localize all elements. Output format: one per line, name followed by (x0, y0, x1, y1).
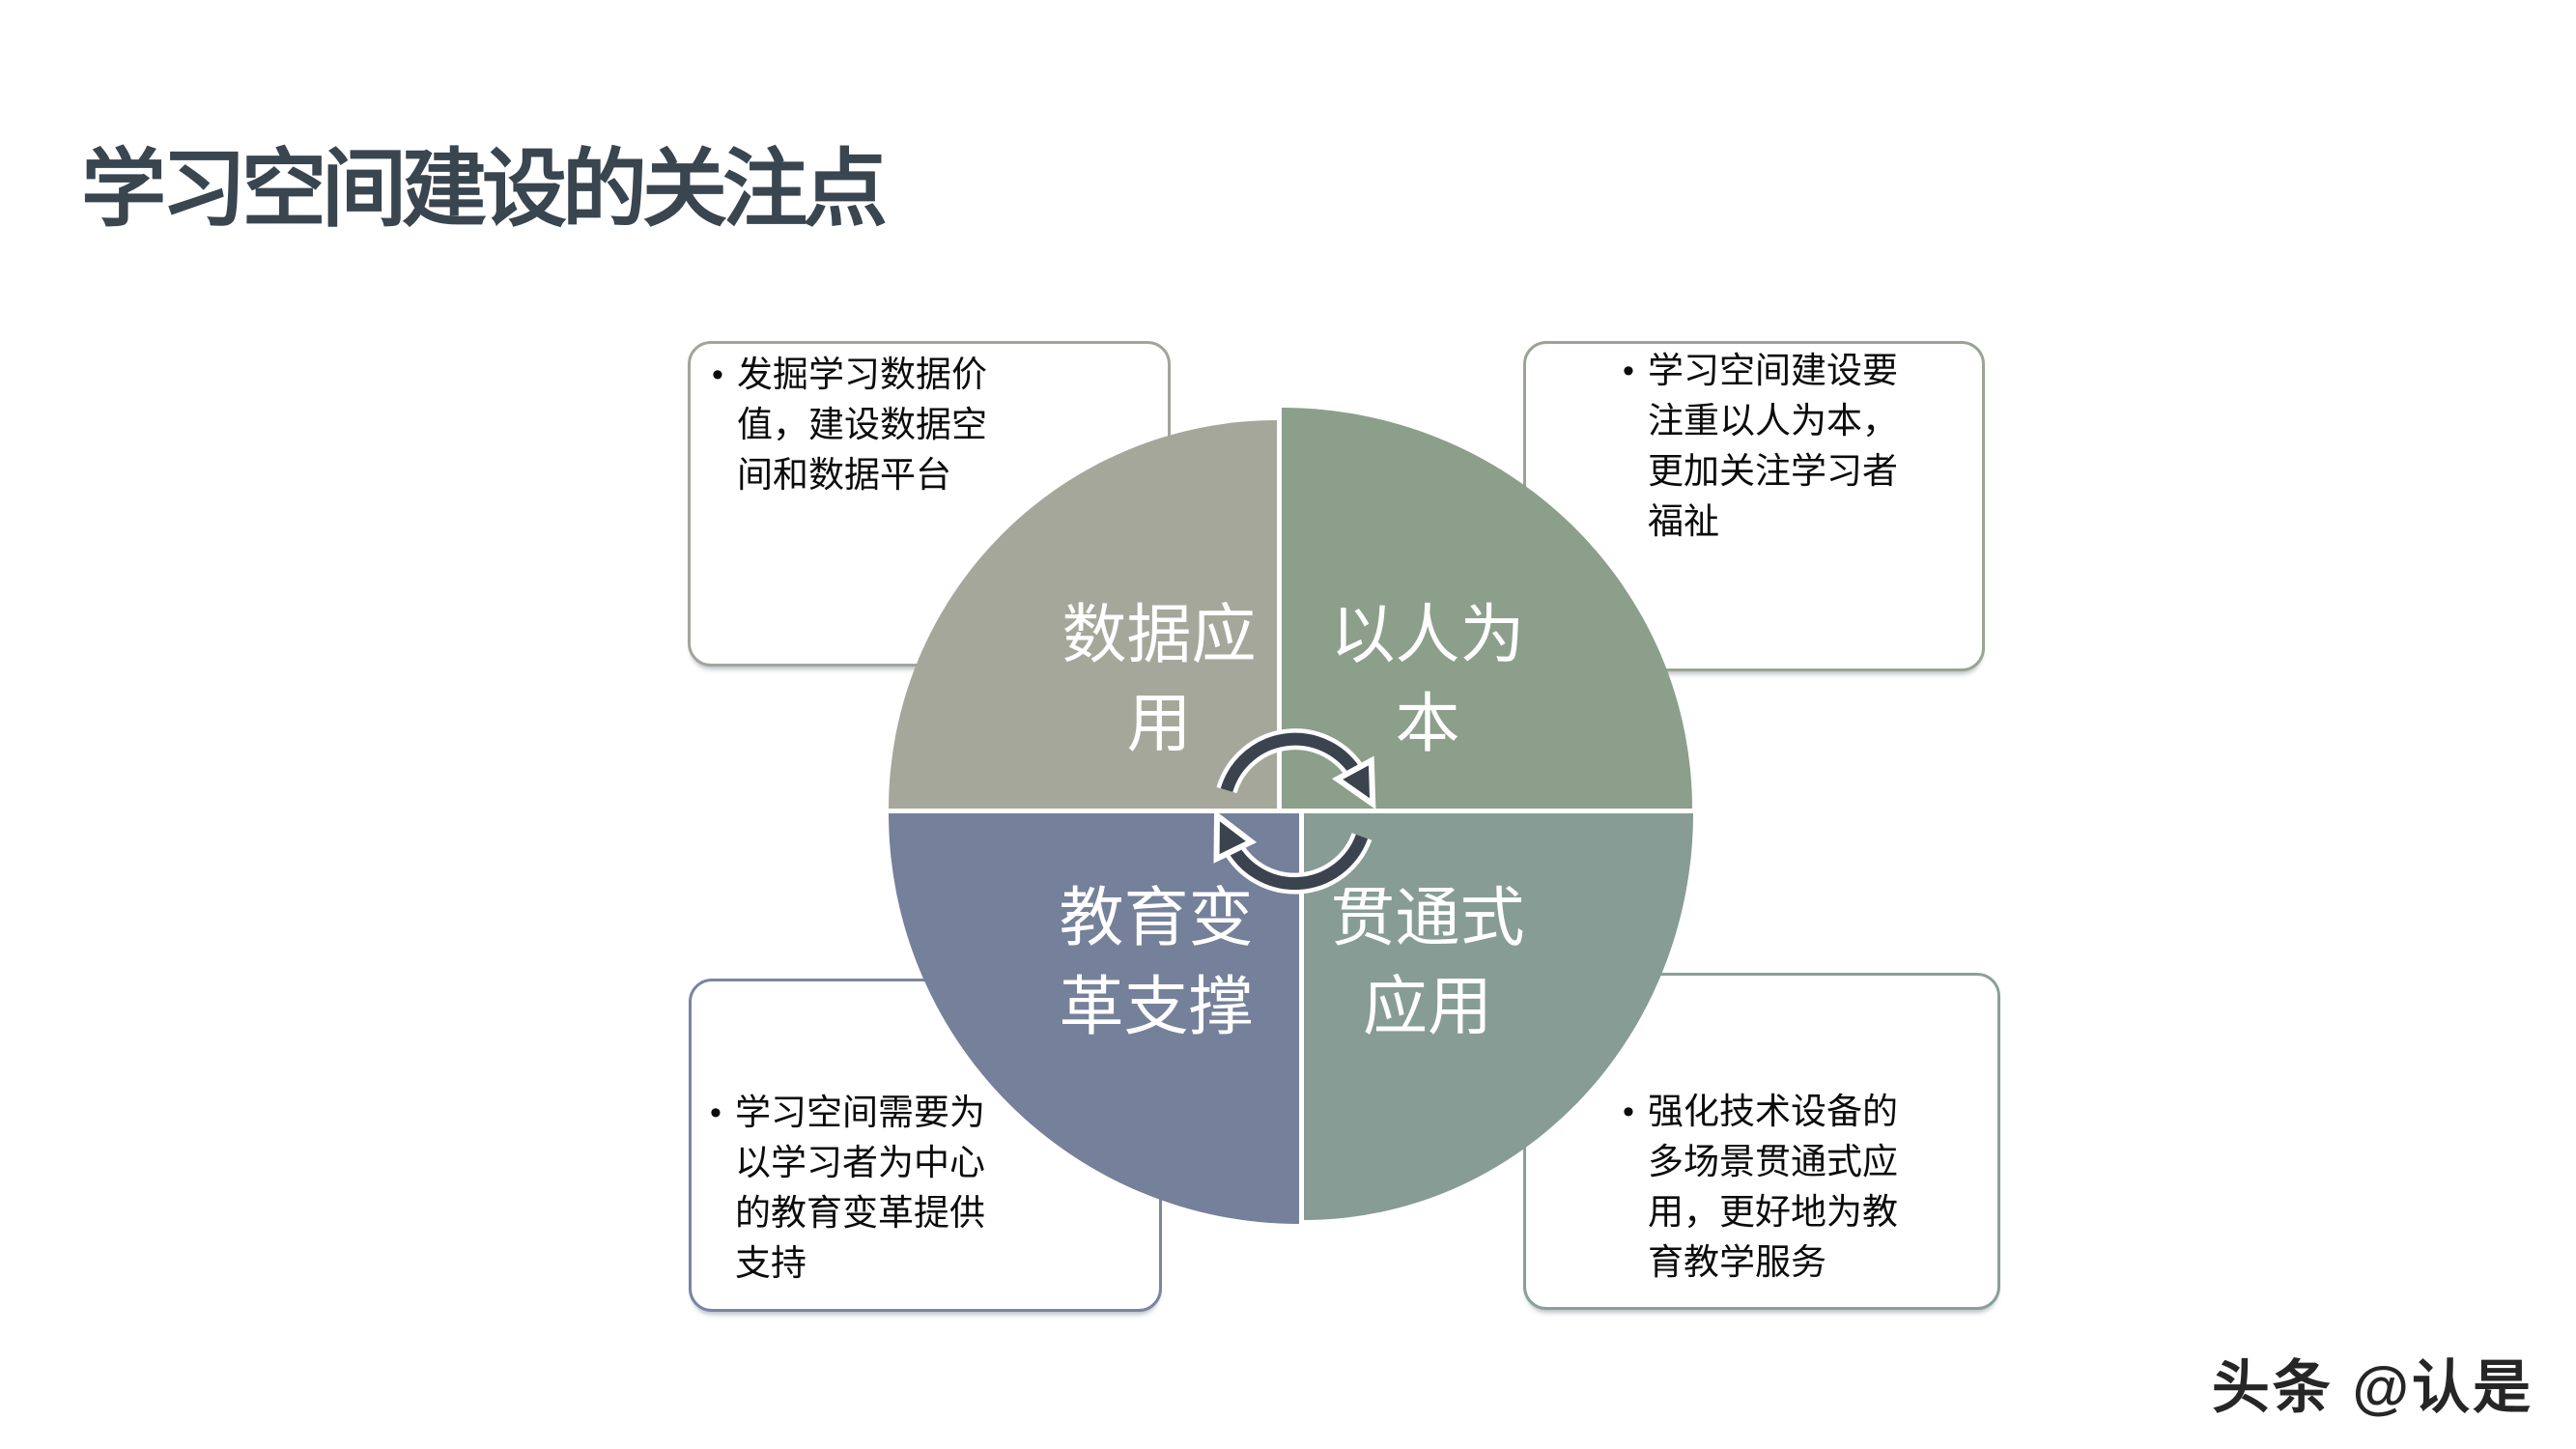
cycle-arrow-bottom (1231, 837, 1369, 891)
quadrant-bottom-right (1304, 813, 1693, 1220)
cycle-arrow-top (1220, 732, 1358, 790)
bullet-icon: • (1623, 1094, 1634, 1130)
callout-text-top-right: 学习空间建设要 注重以人为本， 更加关注学习者 福祉 (1648, 351, 1898, 541)
watermark: 头条 @认是 (2211, 1355, 2534, 1420)
callout-box-bottom-right: • 强化技术设备的 多场景贯通式应 用，更好地为教 育教学服务 (1523, 973, 2000, 1310)
callout-text-top-left: 发掘学习数据价 值，建设数据空 间和数据平台 (737, 355, 987, 495)
callout-text-bottom-left: 学习空间需要为 以学习者为中心 的教育变革提供 支持 (735, 1093, 985, 1283)
quadrant-bottom-left (889, 813, 1299, 1224)
quadrant-top-left (889, 420, 1277, 809)
quadrant-label-integrated-application: 贯通式 应用 (1330, 882, 1525, 1043)
bullet-icon: • (712, 356, 723, 393)
quadrant-label-people-oriented: 以人为 本 (1330, 599, 1525, 760)
callout-text-bottom-right: 强化技术设备的 多场景贯通式应 用，更好地为教 育教学服务 (1648, 1092, 1898, 1282)
quadrant-label-education-reform-support: 教育变 革支撑 (1059, 882, 1254, 1043)
bullet-icon: • (710, 1094, 722, 1131)
bullet-icon: • (1623, 353, 1634, 389)
quadrant-label-data-application: 数据应 用 (1062, 599, 1257, 760)
slide-title: 学习空间建设的关注点 (81, 141, 888, 237)
quadrant-top-right (1282, 408, 1692, 809)
